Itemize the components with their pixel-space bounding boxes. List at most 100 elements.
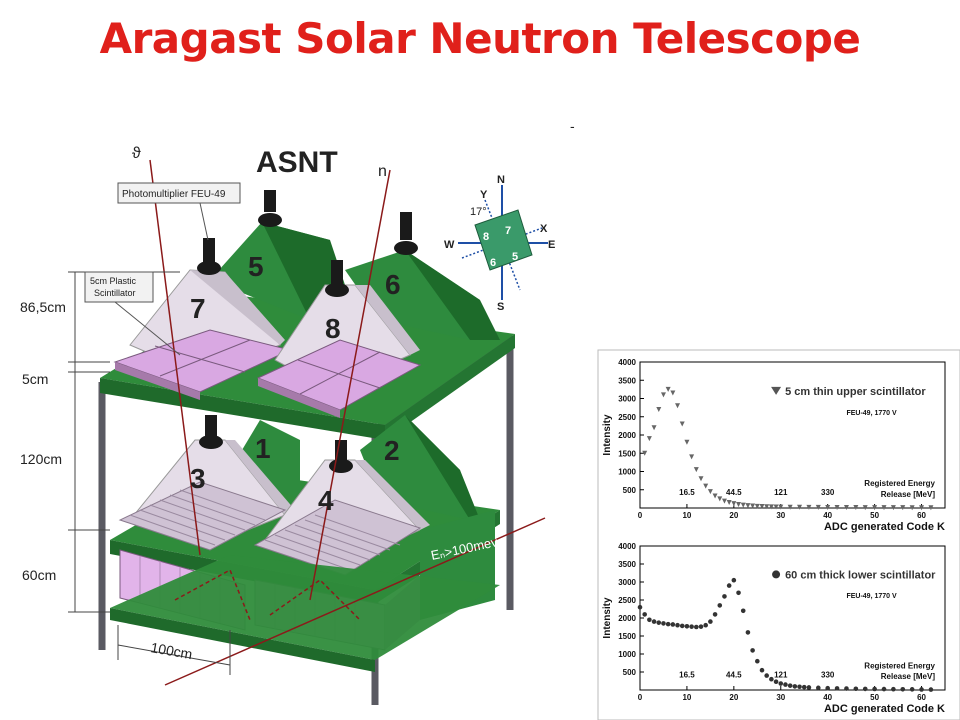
detector-number-4: 4 <box>318 485 334 516</box>
energy-tick-label: 330 <box>821 670 835 679</box>
y-tick-label: 1000 <box>618 468 636 477</box>
svg-text:S: S <box>497 301 504 313</box>
y-tick-label: 500 <box>623 668 637 677</box>
legend-label: 5 cm thin upper scintillator <box>785 386 926 398</box>
legend-label: 60 cm thick lower scintillator <box>785 569 936 581</box>
data-point <box>726 500 732 506</box>
energy-tick-label: 330 <box>821 488 835 497</box>
svg-text:5cm Plastic: 5cm Plastic <box>90 276 137 286</box>
energy-note: Release [MeV] <box>881 490 936 499</box>
data-point <box>670 390 676 396</box>
data-point <box>745 503 751 509</box>
svg-text:W: W <box>444 239 455 251</box>
data-point <box>844 686 849 691</box>
data-point <box>928 687 934 692</box>
y-tick-label: 4000 <box>618 358 636 367</box>
data-point <box>909 505 915 511</box>
data-point <box>773 504 779 510</box>
dimension-middle: 120cm <box>20 451 62 467</box>
asnt-label: ASNT <box>256 146 338 179</box>
data-point <box>698 476 704 482</box>
data-point <box>731 577 737 583</box>
data-point <box>806 504 812 510</box>
chart-subtitle: FEU-49, 1770 V <box>846 593 897 600</box>
dimension-bottom: 60cm <box>22 567 56 583</box>
svg-text:17°: 17° <box>470 206 487 218</box>
data-point <box>928 505 934 511</box>
svg-text:N: N <box>497 174 505 186</box>
y-tick-label: 2500 <box>618 413 636 422</box>
dimension-thin: 5cm <box>22 371 48 387</box>
y-tick-label: 2500 <box>618 596 636 605</box>
data-point <box>834 504 840 510</box>
neutron-label: n <box>378 163 387 180</box>
data-point <box>740 502 746 508</box>
data-point <box>797 684 802 690</box>
y-tick-label: 3500 <box>618 376 636 385</box>
detector-number-7: 7 <box>190 293 206 324</box>
data-point <box>853 686 859 692</box>
data-point <box>759 667 765 673</box>
data-point <box>881 505 887 511</box>
data-point <box>754 503 760 509</box>
svg-text:X: X <box>540 223 548 235</box>
svg-text:5: 5 <box>512 251 518 263</box>
scintillator-callout: 5cm Plastic Scintillator <box>84 271 181 356</box>
x-tick-label: 40 <box>823 511 832 520</box>
y-tick-label: 3000 <box>618 395 636 404</box>
svg-text:E: E <box>548 239 555 251</box>
data-point <box>792 684 798 689</box>
data-point <box>707 489 713 495</box>
data-point <box>881 686 887 692</box>
chart-subtitle: FEU-49, 1770 V <box>846 410 897 417</box>
data-point <box>717 603 723 608</box>
x-tick-label: 10 <box>682 511 691 520</box>
data-point <box>900 505 906 511</box>
data-point <box>731 501 737 507</box>
energy-note: Release [MeV] <box>881 672 936 681</box>
data-point <box>670 622 676 627</box>
x-tick-label: 60 <box>917 693 926 702</box>
data-point <box>689 454 695 460</box>
data-point <box>656 620 662 625</box>
data-point <box>909 687 915 692</box>
svg-text:7: 7 <box>505 225 511 237</box>
x-tick-label: 60 <box>917 511 926 520</box>
data-point <box>661 621 666 626</box>
data-point <box>773 679 779 685</box>
data-point <box>872 505 878 511</box>
data-point <box>726 583 732 588</box>
detector-number-2: 2 <box>384 435 400 466</box>
energy-note: Registered Energy <box>864 661 935 670</box>
data-point <box>694 624 699 630</box>
energy-tick-label: 44.5 <box>726 670 742 679</box>
chart-panel <box>597 349 960 720</box>
svg-text:8: 8 <box>483 231 489 243</box>
detector-number-5: 5 <box>248 251 264 282</box>
x-tick-label: 50 <box>870 511 879 520</box>
data-point <box>660 392 666 398</box>
photomultiplier-callout: Photomultiplier FEU-49 <box>117 182 241 241</box>
y-tick-label: 1000 <box>618 650 636 659</box>
data-point <box>712 612 718 617</box>
data-point <box>787 683 793 688</box>
data-point <box>834 686 840 691</box>
x-axis-label: ADC generated Code K <box>824 703 945 715</box>
stray-mark: - <box>570 118 575 134</box>
particle-tracks <box>149 159 546 686</box>
x-tick-label: 40 <box>823 693 832 702</box>
energy-tick-label: 121 <box>774 488 788 497</box>
data-point <box>712 493 718 499</box>
data-point <box>642 450 648 456</box>
data-point <box>642 612 647 617</box>
detector-1-housing <box>230 420 300 500</box>
data-point <box>778 504 784 510</box>
data-point <box>740 608 746 614</box>
data-point <box>647 617 652 623</box>
data-point <box>764 673 769 678</box>
data-point <box>745 630 751 635</box>
x-tick-label: 30 <box>776 693 785 702</box>
data-point <box>684 623 690 629</box>
data-point <box>801 684 807 690</box>
